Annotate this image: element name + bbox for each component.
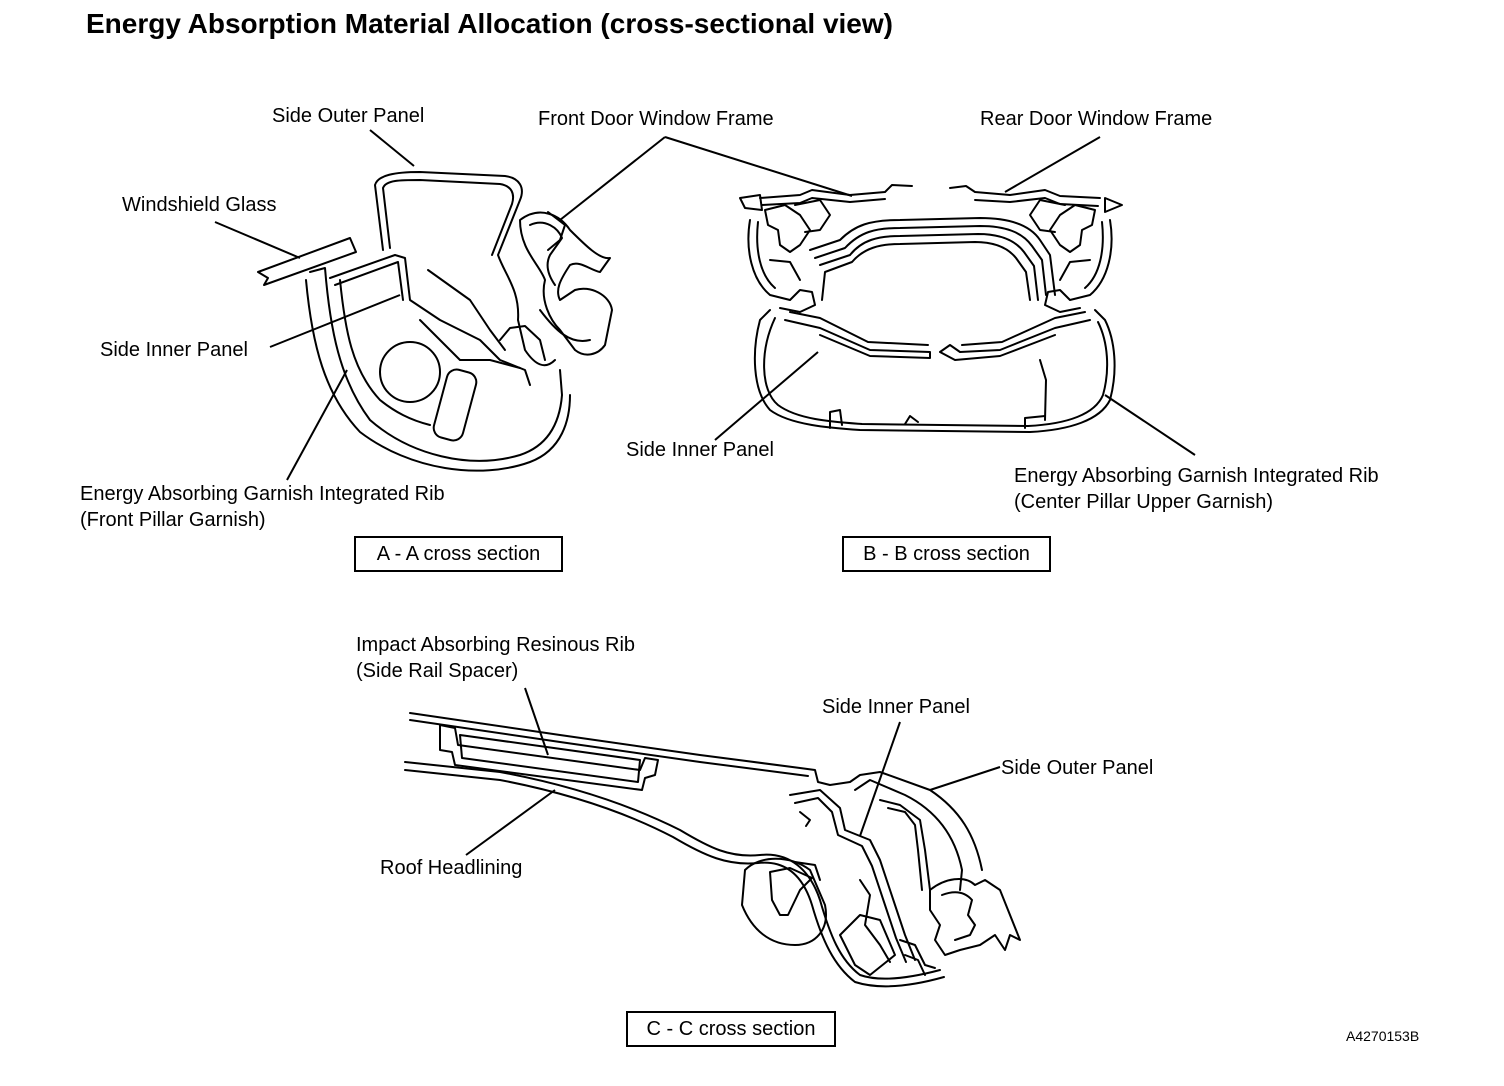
b-garnish-shell xyxy=(753,309,1116,433)
b-b-drawing xyxy=(739,184,1123,433)
a-weatherstrip xyxy=(519,211,613,356)
label-rear-door-window-frame: Rear Door Window Frame xyxy=(980,108,1213,130)
label-c-side-outer-panel: Side Outer Panel xyxy=(1001,757,1154,779)
label-front-door-window-frame: Front Door Window Frame xyxy=(538,108,774,130)
b-rear-frame xyxy=(949,185,1101,199)
a-harness-circle xyxy=(379,341,441,403)
label-a-side-outer-panel: Side Outer Panel xyxy=(272,105,425,127)
c-c-drawing xyxy=(404,712,1021,988)
a-side-inner-panel xyxy=(329,254,531,386)
label-c-side-inner-panel: Side Inner Panel xyxy=(822,696,970,718)
b-side-inner-right xyxy=(939,319,1091,361)
a-windshield-glass xyxy=(257,237,357,286)
label-windshield-glass: Windshield Glass xyxy=(122,194,277,216)
caption-a-a: A - A cross section xyxy=(354,536,563,572)
b-roof-structure xyxy=(809,217,1056,296)
label-b-side-inner-panel: Side Inner Panel xyxy=(626,439,774,461)
label-b-garnish-line1: Energy Absorbing Garnish Integrated Rib xyxy=(1014,465,1379,487)
label-roof-headlining: Roof Headlining xyxy=(380,857,523,879)
figure-code: A4270153B xyxy=(1346,1028,1420,1044)
caption-b-b: B - B cross section xyxy=(842,536,1051,572)
label-c-rib-line1: Impact Absorbing Resinous Rib xyxy=(356,634,636,656)
c-energy-block-right xyxy=(839,914,896,976)
a-garnish-shell xyxy=(309,267,563,462)
page-title: Energy Absorption Material Allocation (c… xyxy=(86,8,893,39)
b-side-inner-left xyxy=(784,319,931,359)
a-rounded-block xyxy=(432,368,478,442)
caption-c-c: C - C cross section xyxy=(626,1011,836,1047)
c-roof-headlining xyxy=(404,761,941,980)
a-a-drawing xyxy=(257,171,613,472)
c-roof-outer xyxy=(409,712,983,871)
label-a-garnish-line1: Energy Absorbing Garnish Integrated Rib xyxy=(80,483,445,505)
leader-lines xyxy=(214,129,1196,856)
label-a-garnish-line2: (Front Pillar Garnish) xyxy=(80,509,266,531)
c-side-inner-panel xyxy=(789,789,916,961)
c-side-rail-spacer xyxy=(439,724,659,791)
label-c-rib-line2: (Side Rail Spacer) xyxy=(356,660,519,682)
c-weatherstrip xyxy=(929,878,1021,956)
a-side-outer-panel xyxy=(374,171,556,367)
label-b-garnish-line2: (Center Pillar Upper Garnish) xyxy=(1014,491,1273,513)
c-side-outer-panel xyxy=(854,779,963,891)
c-energy-block-left xyxy=(741,857,827,946)
label-a-side-inner-panel: Side Inner Panel xyxy=(100,339,248,361)
